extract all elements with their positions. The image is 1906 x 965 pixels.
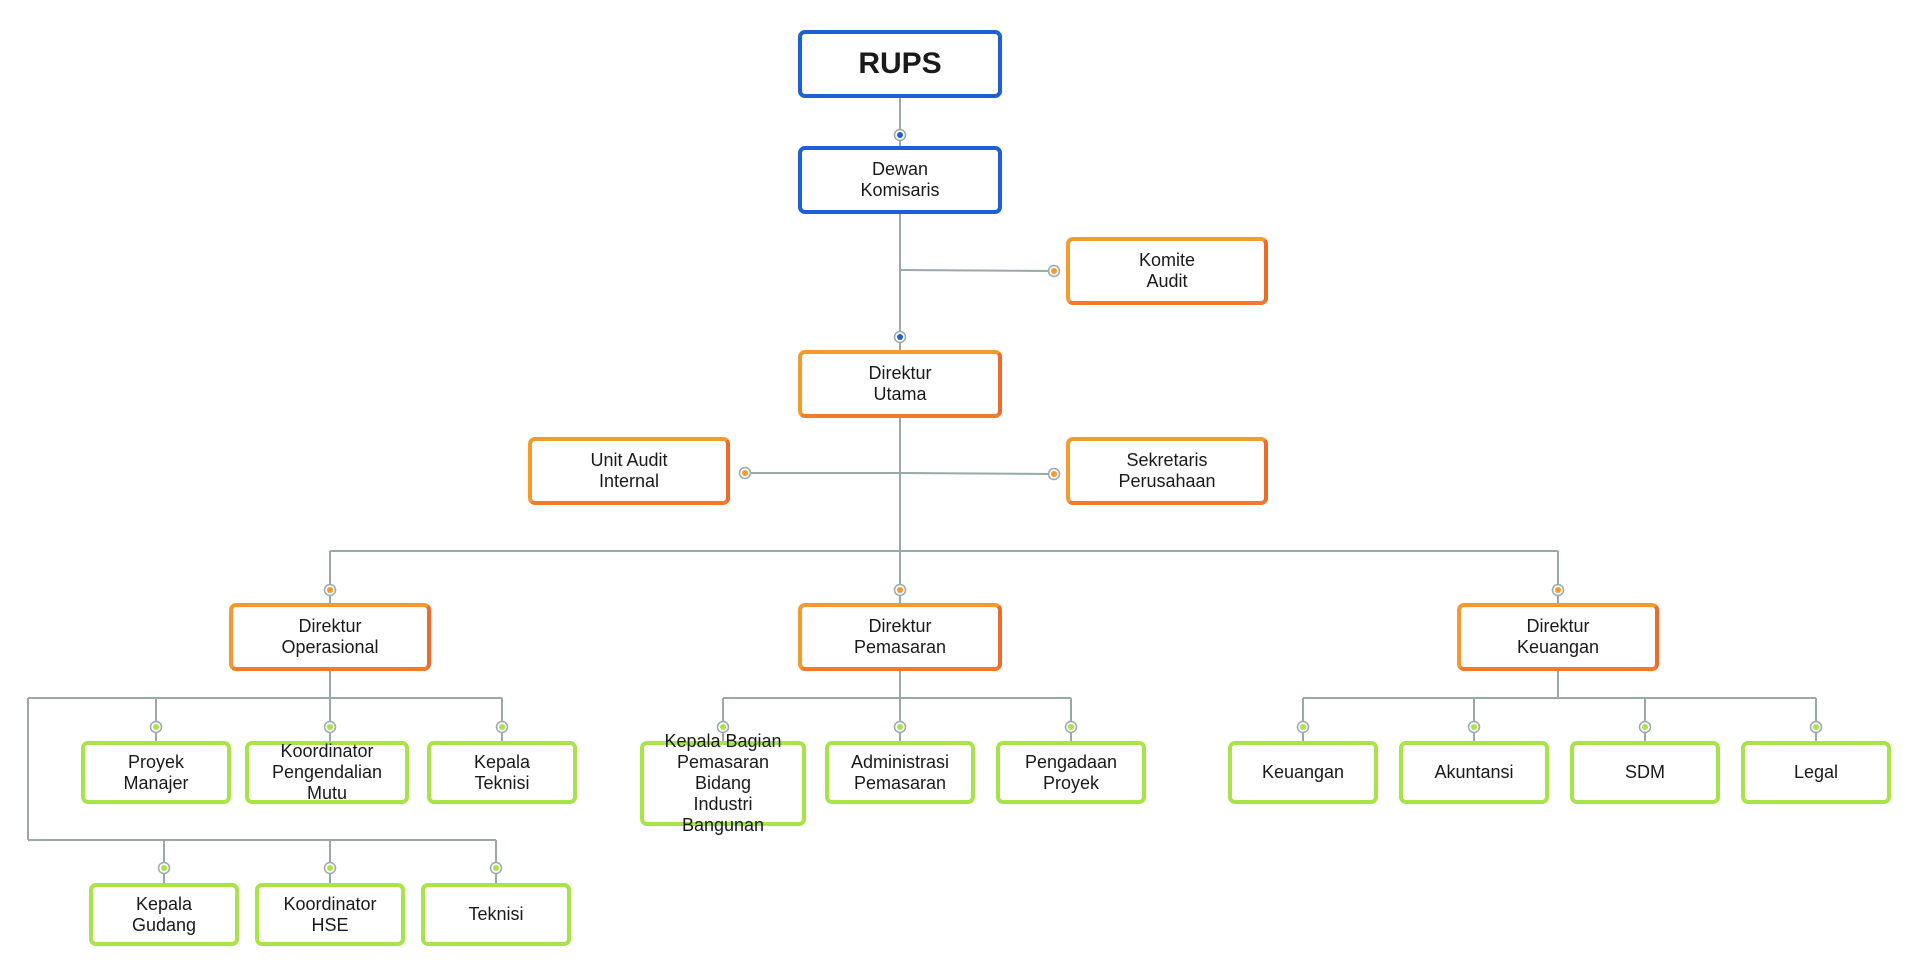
node-pengadaan-proyek: Pengadaan Proyek xyxy=(996,741,1146,804)
node-proyek-manajer: Proyek Manajer xyxy=(81,741,231,804)
node-administrasi-pemasaran: Administrasi Pemasaran xyxy=(825,741,975,804)
connector-dot xyxy=(1051,471,1057,477)
node-kepala-teknisi-label: Kepala Teknisi xyxy=(473,751,531,793)
connector-dot xyxy=(327,724,333,730)
node-keuangan: Keuangan xyxy=(1228,741,1378,804)
node-proyek-manajer-label: Proyek Manajer xyxy=(123,751,189,793)
node-rups: RUPS xyxy=(798,30,1002,98)
node-akuntansi-label: Akuntansi xyxy=(1434,762,1514,782)
connector-dot xyxy=(1068,724,1074,730)
node-unit-audit-internal-label: Unit Audit Internal xyxy=(590,450,668,491)
node-kepala-gudang-label: Kepala Gudang xyxy=(131,893,197,935)
node-direktur-pemasaran-label: Direktur Pemasaran xyxy=(853,616,947,657)
node-koordinator-pengendalian-mutu-label: Koordinator Pengendalian Mutu xyxy=(271,741,383,803)
connector-dot xyxy=(1555,587,1561,593)
node-teknisi-label: Teknisi xyxy=(468,904,524,924)
connector-dot xyxy=(720,724,726,730)
node-dewan-komisaris-label: Dewan Komisaris xyxy=(860,159,940,200)
connector-dot xyxy=(153,724,159,730)
connector-dots xyxy=(149,128,1823,875)
connector-dot xyxy=(327,865,333,871)
node-direktur-keuangan: Direktur Keuangan xyxy=(1457,603,1659,671)
connector-dot xyxy=(161,865,167,871)
connector-dot xyxy=(1051,268,1057,274)
node-sdm: SDM xyxy=(1570,741,1720,804)
connector-lines xyxy=(27,98,1817,883)
node-sekretaris-perusahaan-label: Sekretaris Perusahaan xyxy=(1118,450,1216,491)
node-komite-audit: Komite Audit xyxy=(1066,237,1268,305)
connector-dot xyxy=(897,587,903,593)
node-sekretaris-perusahaan: Sekretaris Perusahaan xyxy=(1066,437,1268,505)
connector-dot xyxy=(897,724,903,730)
node-dewan-komisaris: Dewan Komisaris xyxy=(798,146,1002,214)
connector-dot xyxy=(493,865,499,871)
connector-dot xyxy=(327,587,333,593)
node-kepala-teknisi: Kepala Teknisi xyxy=(427,741,577,804)
connector-dot xyxy=(742,470,748,476)
connector-dot xyxy=(1813,724,1819,730)
node-sdm-label: SDM xyxy=(1625,762,1665,782)
node-akuntansi: Akuntansi xyxy=(1399,741,1549,804)
node-rups-label: RUPS xyxy=(858,47,942,80)
node-kepala-gudang: Kepala Gudang xyxy=(89,883,239,946)
node-kepala-bagian-pemasaran-label: Kepala Bagian Pemasaran Bidang Industri … xyxy=(664,731,782,835)
node-koordinator-pengendalian-mutu: Koordinator Pengendalian Mutu xyxy=(245,741,409,804)
connector-dot xyxy=(499,724,505,730)
connector-dot xyxy=(1642,724,1648,730)
connector-dot xyxy=(1471,724,1477,730)
node-direktur-operasional: Direktur Operasional xyxy=(229,603,431,671)
node-direktur-utama: Direktur Utama xyxy=(798,350,1002,418)
node-teknisi: Teknisi xyxy=(421,883,571,946)
node-administrasi-pemasaran-label: Administrasi Pemasaran xyxy=(850,751,950,793)
node-legal-label: Legal xyxy=(1793,762,1839,782)
node-kepala-bagian-pemasaran: Kepala Bagian Pemasaran Bidang Industri … xyxy=(640,731,806,835)
connector-dot xyxy=(897,132,903,138)
node-pengadaan-proyek-label: Pengadaan Proyek xyxy=(1024,751,1118,793)
connector-dot xyxy=(1300,724,1306,730)
node-komite-audit-label: Komite Audit xyxy=(1138,250,1196,291)
node-legal: Legal xyxy=(1741,741,1891,804)
node-unit-audit-internal: Unit Audit Internal xyxy=(528,437,730,505)
connector-dot xyxy=(897,334,903,340)
node-direktur-utama-label: Direktur Utama xyxy=(868,363,932,404)
node-direktur-operasional-label: Direktur Operasional xyxy=(281,616,379,657)
node-koordinator-hse: Koordinator HSE xyxy=(255,883,405,946)
node-direktur-keuangan-label: Direktur Keuangan xyxy=(1516,616,1600,657)
node-koordinator-hse-label: Koordinator HSE xyxy=(283,893,377,935)
node-keuangan-label: Keuangan xyxy=(1261,762,1345,782)
node-direktur-pemasaran: Direktur Pemasaran xyxy=(798,603,1002,671)
